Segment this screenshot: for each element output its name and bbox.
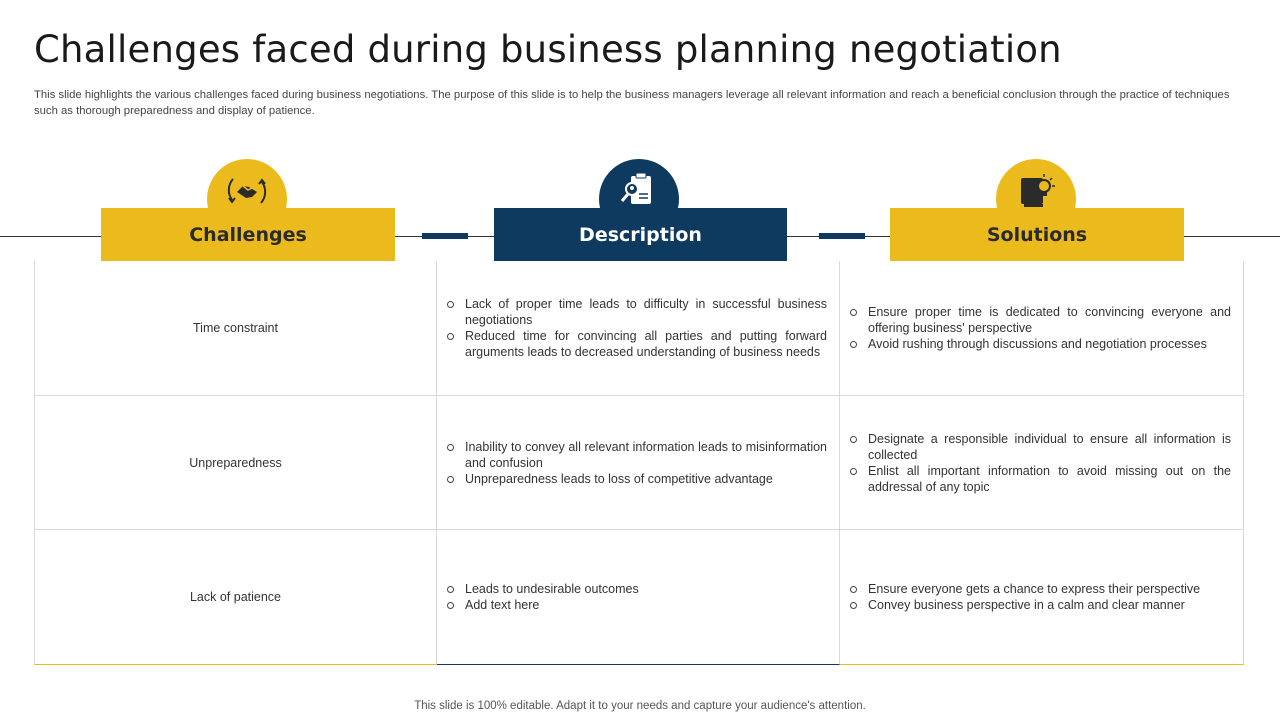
list-item: Convey business perspective in a calm an…	[850, 597, 1200, 613]
solutions-cell: Designate a responsible individual to en…	[840, 396, 1244, 530]
challenge-cell: Lack of patience	[34, 530, 437, 665]
list-item: Ensure proper time is dedicated to convi…	[850, 304, 1231, 336]
challenges-table: Time constraint Lack of proper time lead…	[34, 261, 1244, 665]
list-item: Reduced time for convincing all parties …	[447, 328, 827, 360]
list-item: Lack of proper time leads to difficulty …	[447, 296, 827, 328]
footer-note: This slide is 100% editable. Adapt it to…	[414, 700, 866, 712]
list-item: Leads to undesirable outcomes	[447, 581, 639, 597]
solutions-cell: Ensure everyone gets a chance to express…	[840, 530, 1244, 665]
solutions-list: Ensure proper time is dedicated to convi…	[840, 304, 1243, 352]
book-lightbulb-icon	[1021, 174, 1055, 207]
list-item: Ensure everyone gets a chance to express…	[850, 581, 1200, 597]
list-item: Designate a responsible individual to en…	[850, 431, 1231, 463]
challenge-cell: Unpreparedness	[34, 396, 437, 530]
solutions-cell: Ensure proper time is dedicated to convi…	[840, 261, 1244, 396]
header-description: Description	[494, 208, 787, 261]
page-subtitle: This slide highlights the various challe…	[34, 89, 1230, 117]
solutions-list: Ensure everyone gets a chance to express…	[840, 581, 1212, 613]
list-item: Enlist all important information to avoi…	[850, 463, 1231, 495]
description-cell: Leads to undesirable outcomes Add text h…	[437, 530, 840, 665]
description-list: Leads to undesirable outcomes Add text h…	[437, 581, 651, 613]
list-item: Unpreparedness leads to loss of competit…	[447, 471, 827, 487]
description-list: Inability to convey all relevant informa…	[437, 439, 839, 487]
connector-dash-right	[819, 233, 865, 239]
description-cell: Lack of proper time leads to difficulty …	[437, 261, 840, 396]
challenge-cell: Time constraint	[34, 261, 437, 396]
list-item: Avoid rushing through discussions and ne…	[850, 336, 1231, 352]
list-item: Inability to convey all relevant informa…	[447, 439, 827, 471]
handshake-icon	[227, 178, 267, 204]
page-title: Challenges faced during business plannin…	[34, 28, 1062, 71]
header-challenges: Challenges	[101, 208, 395, 261]
clipboard-search-icon	[620, 172, 651, 204]
connector-dash-left	[422, 233, 468, 239]
solutions-list: Designate a responsible individual to en…	[840, 431, 1243, 495]
description-list: Lack of proper time leads to difficulty …	[437, 296, 839, 360]
header-solutions: Solutions	[890, 208, 1184, 261]
list-item: Add text here	[447, 597, 639, 613]
description-cell: Inability to convey all relevant informa…	[437, 396, 840, 530]
